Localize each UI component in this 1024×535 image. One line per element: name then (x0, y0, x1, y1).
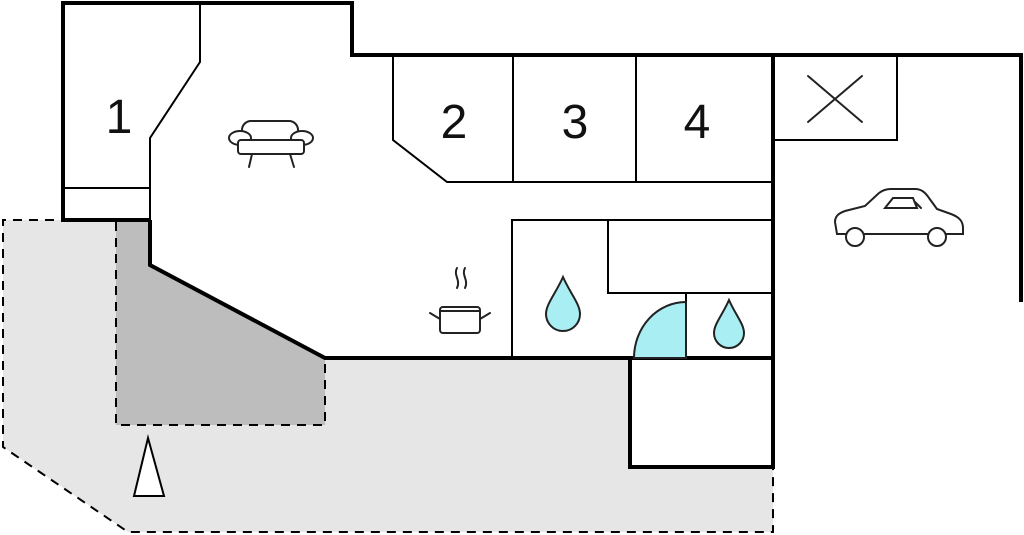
water-drop-icon (712, 297, 746, 349)
cross-icon (807, 75, 863, 123)
cooking-pot-icon (429, 267, 491, 334)
room-label-1: 1 (106, 91, 133, 144)
room-label-2: 2 (441, 96, 468, 149)
terrace-dashed-border (2, 219, 774, 533)
outer-wall (61, 1, 1023, 302)
room-label-3: 3 (562, 96, 589, 149)
north-arrow-icon (132, 434, 166, 497)
outer-wall-south (148, 56, 775, 360)
storage-room-wall (628, 358, 775, 469)
shower-quarter-circle-icon (632, 300, 687, 359)
sofa-icon (228, 120, 314, 168)
room-label-4: 4 (684, 96, 711, 149)
interior-walls (63, 4, 898, 358)
water-drop-icon (544, 274, 582, 332)
covered-terrace-area (116, 222, 325, 425)
car-icon (833, 188, 964, 247)
covered-terrace-dashed-border (115, 222, 326, 426)
